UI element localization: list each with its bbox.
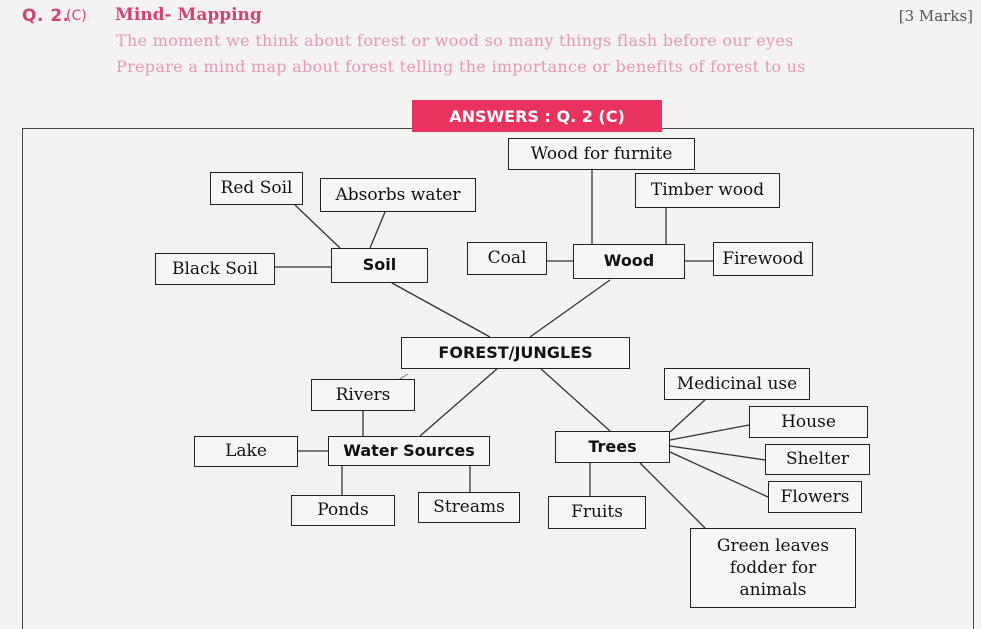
water-child-rivers: Rivers [311, 379, 415, 411]
connector-soil-absorbs [369, 211, 386, 249]
soil-child-black-soil: Black Soil [155, 253, 275, 285]
soil-node: Soil [331, 248, 428, 283]
connector-soil-redsoil [294, 204, 341, 249]
trees-child-fruits: Fruits [548, 496, 646, 529]
answers-banner: ANSWERS : Q. 2 (C) [412, 100, 662, 132]
connector-trees-house [669, 424, 750, 441]
connector-center-trees [539, 367, 611, 432]
wood-child-timber-wood: Timber wood [635, 173, 780, 208]
trees-node: Trees [555, 431, 670, 463]
green-leaves-line-1: Green leaves [716, 535, 830, 556]
connector-center-soil [391, 282, 491, 338]
wood-node: Wood [573, 244, 685, 279]
trees-child-medicinal-use: Medicinal use [664, 368, 810, 400]
water-child-streams: Streams [418, 492, 520, 523]
green-leaves-line-2: fodder for [729, 557, 817, 578]
soil-child-absorbs-water: Absorbs water [320, 178, 476, 212]
question-number: Q. 2. [22, 6, 70, 26]
water-sources-node: Water Sources [328, 436, 490, 466]
question-text-line-1: The moment we think about forest or wood… [116, 31, 794, 50]
question-header: Q. 2. (C) Mind- Mapping [3 Marks] The mo… [0, 0, 981, 100]
trees-child-green-leaves: Green leaves fodder for animals [690, 528, 856, 608]
question-title: Mind- Mapping [115, 5, 262, 25]
trees-child-shelter: Shelter [765, 444, 870, 475]
connector-trees-medicinal [669, 397, 708, 433]
trees-child-house: House [749, 406, 868, 438]
water-child-ponds: Ponds [291, 495, 395, 526]
green-leaves-line-3: animals [739, 580, 807, 601]
marks-label: [3 Marks] [898, 7, 973, 25]
wood-child-wood-for-furnite: Wood for furnite [508, 138, 695, 170]
question-text-line-2: Prepare a mind map about forest telling … [116, 57, 806, 76]
connector-trees-greenleaves [639, 462, 706, 529]
water-child-lake: Lake [194, 436, 298, 467]
question-part: (C) [66, 8, 87, 24]
trees-child-flowers: Flowers [768, 481, 862, 513]
soil-child-red-soil: Red Soil [210, 172, 303, 205]
wood-child-firewood: Firewood [713, 242, 813, 276]
connector-center-wood [529, 279, 611, 338]
connector-trees-flowers [669, 451, 769, 498]
wood-child-coal: Coal [467, 242, 547, 275]
connector-center-water [419, 367, 499, 437]
center-node: FOREST/JUNGLES [401, 337, 630, 369]
connector-trees-shelter [669, 445, 766, 461]
